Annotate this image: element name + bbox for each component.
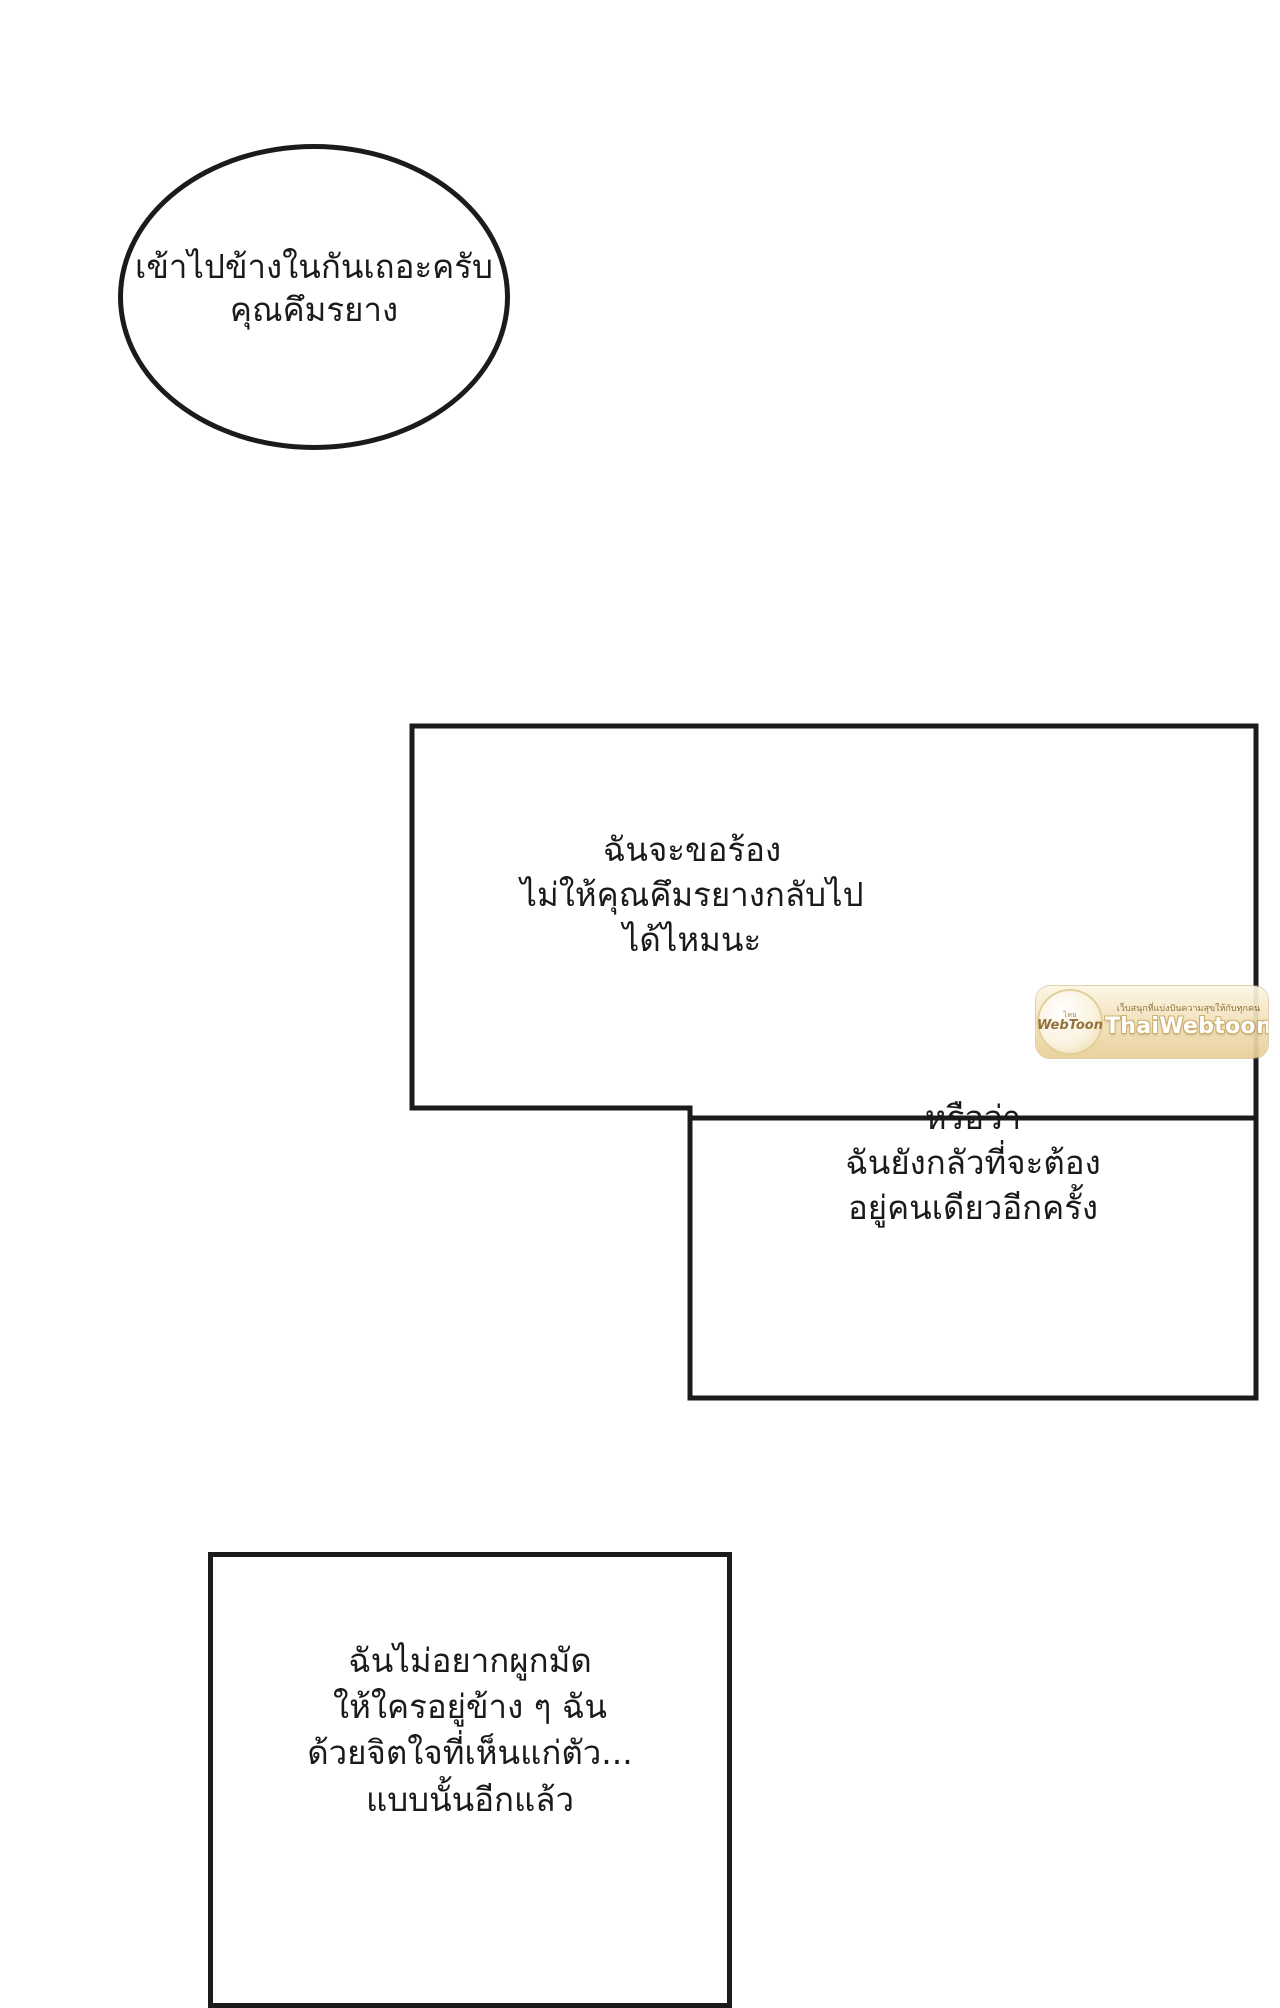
panel-stepped-text-upper: ฉันจะขอร้อง ไม่ให้คุณคึมรยางกลับไป ได้ไห…: [520, 830, 864, 959]
panel-rectangle-frame: [208, 1552, 732, 2008]
thaiwebtoon-badge-top-label: ไทย: [1063, 1010, 1077, 1019]
panel-stepped-lower-path: [687, 1105, 1259, 1401]
thaiwebtoon-watermark: ไทย WebToon เว็บสนุกที่แบ่งปันความสุขให้…: [1036, 986, 1268, 1058]
panel-stepped-text-lower: หรือว่า ฉันยังกลัวที่จะต้อง อยู่คนเดียวอ…: [845, 1098, 1101, 1227]
panel-stepped-frame: [398, 712, 1270, 1412]
speech-balloon-oval: [118, 144, 510, 450]
panel-stepped-outline: [409, 723, 1259, 1401]
thaiwebtoon-badge-main-label: WebToon: [1037, 1017, 1103, 1033]
speech-balloon-oval-text: เข้าไปข้างในกันเถอะครับ คุณคึมรยาง: [135, 247, 493, 329]
thaiwebtoon-watermark-text: เว็บสนุกที่แบ่งปันความสุขให้กับทุกคน Tha…: [1101, 1003, 1268, 1041]
thaiwebtoon-tagline: เว็บสนุกที่แบ่งปันความสุขให้กับทุกคน: [1116, 1003, 1261, 1014]
panel-rectangle-text: ฉันไม่อยากผูกมัด ให้ใครอยู่ข้าง ๆ ฉัน ด้…: [307, 1641, 633, 1819]
thaiwebtoon-site-name: ThaiWebtoon: [1105, 1013, 1268, 1039]
thaiwebtoon-logo-badge: ไทย WebToon: [1037, 991, 1103, 1053]
